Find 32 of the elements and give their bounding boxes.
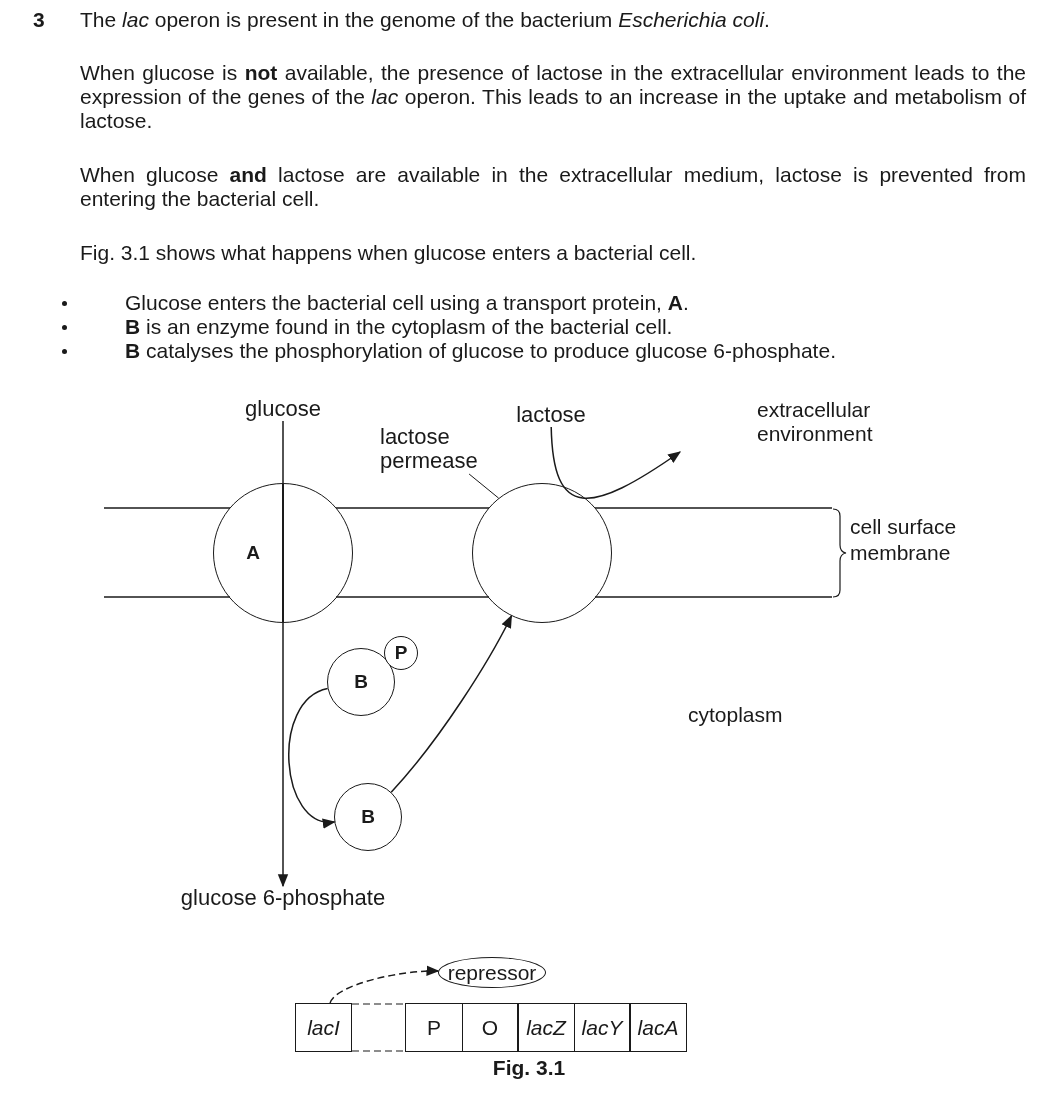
protein-label: A: [246, 542, 260, 564]
leader-line: [468, 473, 500, 499]
repressor-ellipse: repressor: [438, 957, 546, 988]
arrow: [390, 614, 513, 793]
region-label: cytoplasm: [688, 703, 784, 727]
arrow: [277, 622, 289, 888]
gene-box: O: [461, 1003, 519, 1052]
question-text: B is an enzyme found in the cytoplasm of the bacterial cell.: [125, 315, 674, 339]
question-text: Glucose enters the bacterial cell using a transport protein, A.: [125, 291, 690, 315]
phosphate-circle: P: [384, 636, 418, 670]
question-text: Fig. 3.1 shows what happens when glucose enters a bacterial cell.: [80, 241, 698, 265]
gene-box: lacY: [573, 1003, 631, 1052]
figure-caption: Fig. 3.1: [491, 1056, 567, 1080]
region-label: cell surface membrane: [850, 514, 958, 566]
gene-box: lacA: [629, 1003, 687, 1052]
gene-box: lacI: [295, 1003, 352, 1052]
substance-label: lactose: [506, 403, 596, 427]
question-text: When glucose is not available, the presence of lactose in the extracellular environment leads to the expression of the genes of the lac operon. This leads to an increase in the uptake and metabolism of lactose.: [80, 61, 1026, 133]
arrow: [288, 687, 336, 827]
arrow: [550, 426, 682, 499]
dashed-arrow: [329, 965, 440, 1004]
question-text: When glucose and lactose are available in the extracellular medium, lactose is prevented from entering the bacterial cell.: [80, 163, 1026, 211]
substance-label: lactose permease: [380, 424, 482, 474]
flow-line: [282, 420, 284, 484]
gene-box: P: [405, 1003, 463, 1052]
substance-label: glucose: [238, 397, 328, 421]
gene-box: lacZ: [517, 1003, 575, 1052]
region-label: extracellular environment: [757, 398, 874, 446]
question-text: The lac operon is present in the genome of the bacterium Escherichia coli.: [80, 8, 771, 32]
question-number: 3: [33, 8, 46, 32]
substance-label: glucose 6-phosphate: [168, 886, 398, 910]
question-text: B catalyses the phosphorylation of glucose to produce glucose 6-phosphate.: [125, 339, 837, 363]
